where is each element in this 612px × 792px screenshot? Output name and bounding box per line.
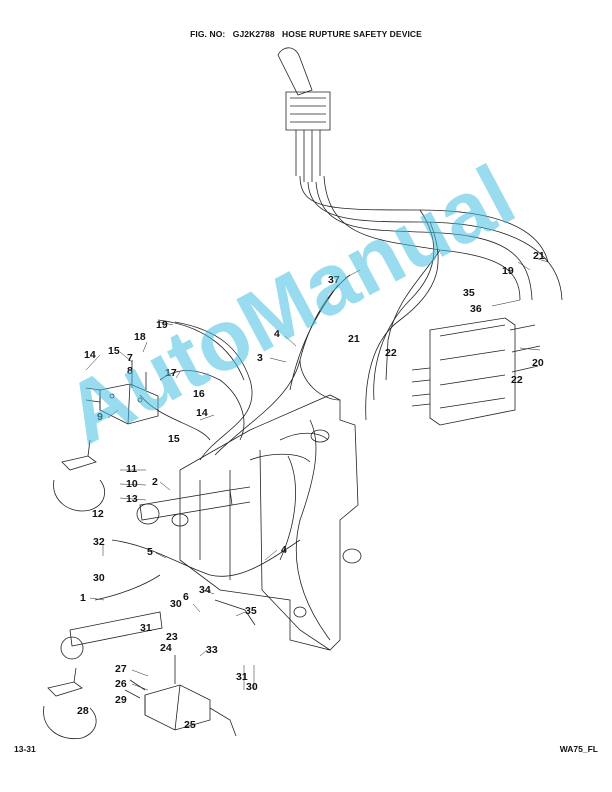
- callout-7: 7: [127, 352, 133, 364]
- callout-33: 33: [206, 644, 218, 656]
- callout-14: 14: [84, 349, 96, 361]
- callout-6: 6: [183, 591, 189, 603]
- figure-title: HOSE RUPTURE SAFETY DEVICE: [282, 29, 422, 39]
- clamp-upper: [53, 439, 105, 512]
- callout-15: 15: [168, 433, 180, 445]
- callout-32: 32: [93, 536, 105, 548]
- callout-30: 30: [246, 681, 258, 693]
- callout-4: 4: [281, 544, 287, 556]
- callout-14: 14: [196, 407, 208, 419]
- callout-30: 30: [170, 598, 182, 610]
- leader-lines: [85, 257, 549, 691]
- callout-10: 10: [126, 478, 138, 490]
- callout-2: 2: [152, 476, 158, 488]
- callout-3: 3: [257, 352, 263, 364]
- page-number: 13-31: [14, 744, 36, 754]
- callout-17: 17: [165, 367, 177, 379]
- safety-valve-block-lower: [124, 655, 237, 737]
- fig-label: FIG. NO:: [190, 29, 226, 39]
- callout-22: 22: [511, 374, 523, 386]
- callout-11: 11: [126, 463, 137, 475]
- model-code: WA75_FL: [559, 744, 598, 754]
- fig-number: GJ2K2788: [232, 29, 275, 39]
- callout-23: 23: [166, 631, 178, 643]
- callout-18: 18: [134, 331, 146, 343]
- callout-19: 19: [156, 319, 168, 331]
- callout-21: 21: [533, 250, 545, 262]
- callout-5: 5: [147, 546, 153, 558]
- callout-12: 12: [92, 508, 104, 520]
- figure-header: FIG. NO: GJ2K2788 HOSE RUPTURE SAFETY DE…: [0, 29, 612, 39]
- callout-22: 22: [385, 347, 397, 359]
- callout-30: 30: [93, 572, 105, 584]
- callout-16: 16: [193, 388, 205, 400]
- callout-15: 15: [108, 345, 120, 357]
- callout-28: 28: [77, 705, 89, 717]
- bucket-cylinder: [60, 611, 163, 660]
- control-valve: [411, 317, 541, 426]
- joystick-lever: [277, 47, 331, 182]
- callout-20: 20: [532, 357, 544, 369]
- callout-19: 19: [502, 265, 514, 277]
- callout-1: 1: [80, 592, 86, 604]
- callout-29: 29: [115, 694, 127, 706]
- callout-35: 35: [463, 287, 475, 299]
- connecting-hoses: [94, 370, 301, 626]
- callout-8: 8: [127, 365, 133, 377]
- callout-36: 36: [470, 303, 482, 315]
- clamp-lower: [43, 667, 97, 740]
- pilot-hose-bundle: [157, 175, 563, 461]
- callout-27: 27: [115, 663, 127, 675]
- callout-numbers: 3735362119212220224319187815141716141591…: [77, 250, 545, 731]
- callout-35: 35: [245, 605, 257, 617]
- callout-26: 26: [115, 678, 127, 690]
- callout-13: 13: [126, 493, 138, 505]
- callout-4: 4: [274, 328, 280, 340]
- callout-37: 37: [328, 274, 340, 286]
- callout-34: 34: [199, 584, 211, 596]
- callout-31: 31: [236, 671, 248, 683]
- lift-cylinder: [136, 486, 251, 525]
- callout-21: 21: [348, 333, 360, 345]
- callout-31: 31: [140, 622, 152, 634]
- callout-25: 25: [184, 719, 196, 731]
- loader-frame: [171, 359, 362, 651]
- safety-valve-block-upper: [85, 360, 159, 425]
- callout-24: 24: [160, 642, 172, 654]
- callout-9: 9: [97, 411, 103, 423]
